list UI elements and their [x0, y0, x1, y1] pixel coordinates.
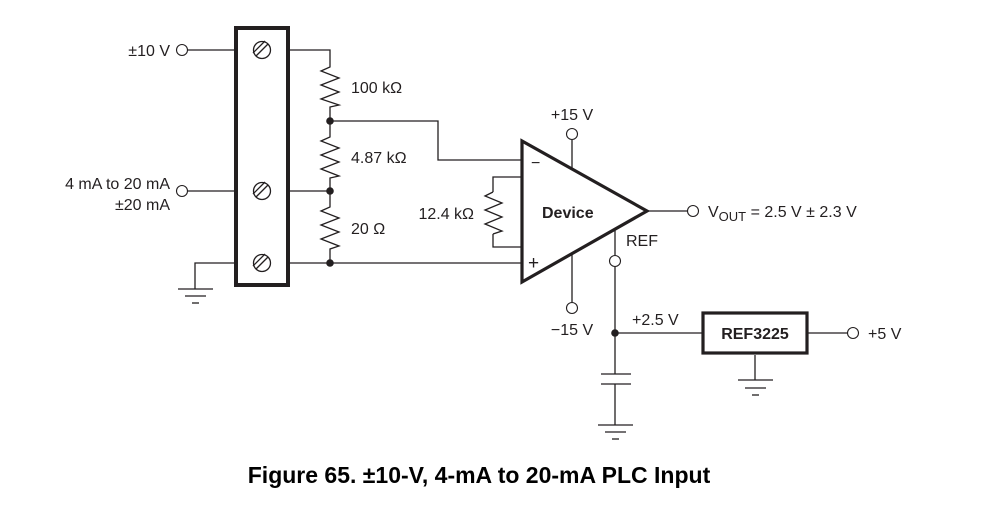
- inverting-input-wire: [330, 120, 522, 161]
- screw-terminal-icon: [252, 181, 272, 201]
- resistor-4-87k-label: 4.87 kΩ: [351, 150, 407, 167]
- terminal-block: [234, 26, 290, 287]
- input-ground-icon: [178, 262, 235, 304]
- screw-terminal-icon: [252, 40, 272, 60]
- current-input-label-line1: 4 mA to 20 mA: [65, 176, 170, 193]
- resistor-gain-icon: [483, 176, 522, 248]
- reference-chip: REF3225: [701, 311, 809, 355]
- voltage-input-terminal: [175, 43, 235, 57]
- resistor-20-ohm-label: 20 Ω: [351, 221, 385, 238]
- reference-chip-label: REF3225: [721, 326, 789, 343]
- supply-5v-label: +5 V: [868, 326, 902, 343]
- supply-5v-terminal: [846, 326, 860, 340]
- negative-supply-terminal: [565, 301, 579, 315]
- positive-supply-terminal: [565, 127, 579, 141]
- resistor-gain-label: 12.4 kΩ: [418, 206, 474, 223]
- inverting-input-symbol: −: [531, 155, 540, 172]
- reference-ground-icon: [738, 355, 773, 396]
- voltage-input-label: ±10 V: [128, 43, 170, 60]
- positive-supply-label: +15 V: [551, 107, 594, 124]
- current-input-label-line2: ±20 mA: [115, 197, 170, 214]
- capacitor-ground-icon: [598, 424, 633, 440]
- resistor-4-87k-icon: [319, 121, 342, 191]
- resistor-100k-icon: [319, 65, 342, 121]
- instrumentation-amplifier: − + Device: [520, 138, 651, 302]
- negative-supply-label: −15 V: [551, 322, 594, 339]
- noninverting-input-symbol: +: [528, 253, 539, 274]
- resistor-100k-label: 100 kΩ: [351, 80, 402, 97]
- junction-dot: [326, 187, 334, 195]
- figure-caption: Figure 65. ±10-V, 4-mA to 20-mA PLC Inpu…: [248, 462, 711, 488]
- ref-pin-label: REF: [626, 233, 658, 250]
- current-input-terminal: [175, 184, 235, 198]
- screw-terminal-icon: [252, 253, 272, 273]
- amplifier-label: Device: [542, 205, 594, 222]
- output-terminal: [686, 204, 700, 218]
- capacitor-icon: [601, 373, 631, 425]
- ref-pin-terminal: [608, 254, 622, 268]
- ref-voltage-label: +2.5 V: [632, 312, 679, 329]
- output-label: VOUT = 2.5 V ± 2.3 V: [708, 204, 857, 224]
- resistor-20-ohm-icon: [319, 191, 341, 263]
